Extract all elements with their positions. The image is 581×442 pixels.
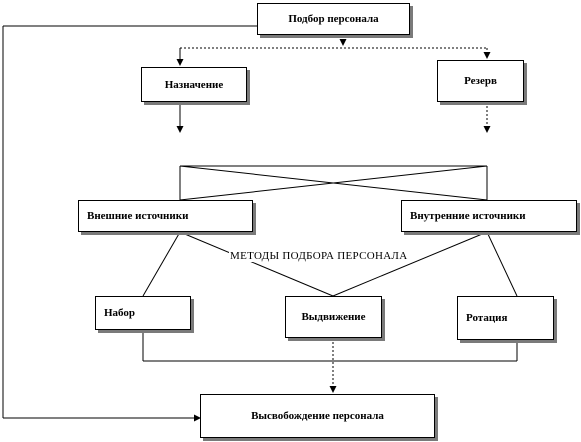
hiring-box: Набор [95,296,191,330]
reserve-label: Резерв [464,75,497,87]
reserve-box: Резерв [437,60,524,102]
appointment-box: Назначение [141,67,247,102]
selection-box: Подбор персонала [257,3,410,35]
internal-sources-label: Внутренние источники [410,210,526,222]
connector-cross-b [179,165,488,201]
rotation-label: Ротация [466,312,508,324]
external-sources-box: Внешние источники [78,200,253,232]
methods-label: МЕТОДЫ ПОДБОРА ПЕРСОНАЛА [229,250,409,262]
rotation-box: Ротация [457,296,554,340]
selection-label: Подбор персонала [288,13,379,25]
connector-external-hiring [142,231,181,297]
connector-external-promotion [179,231,334,297]
connector-internal-rotation [486,231,518,297]
promotion-label: Выдвижение [301,311,366,323]
hiring-label: Набор [104,307,136,319]
external-sources-label: Внешние источники [87,210,189,222]
release-label: Высвобождение персонала [251,410,384,422]
internal-sources-box: Внутренние источники [401,200,577,232]
release-box: Высвобождение персонала [200,394,435,438]
appointment-label: Назначение [164,78,224,91]
connector-internal-promotion [332,231,488,297]
promotion-box: Выдвижение [285,296,382,338]
